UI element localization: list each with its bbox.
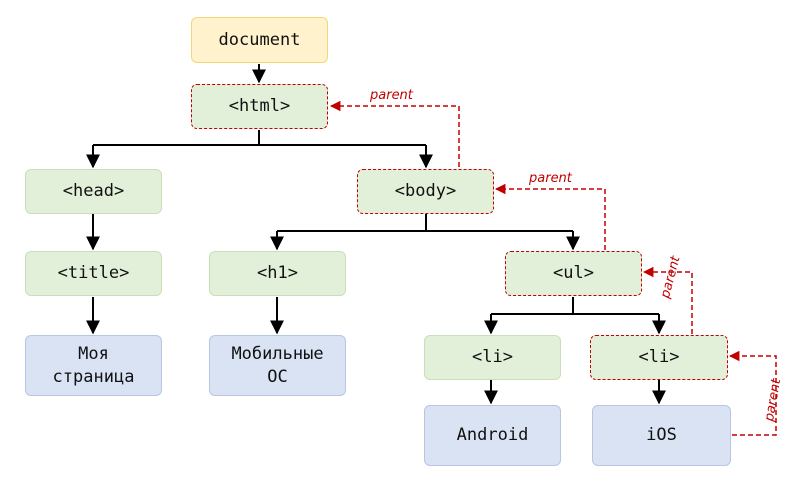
parent-link-ul-body [494,183,606,250]
node-android-text: Android [424,405,561,466]
parent-link-body-html [329,100,460,167]
parent-label-html: parent [370,88,413,103]
node-page-title-text: Моя страница [25,335,162,396]
parent-link-li-ul [642,266,693,334]
node-ios-text: iOS [592,405,731,466]
node-h1: <h1> [209,251,346,296]
parent-link-ios-li [728,350,777,436]
node-title: <title> [25,251,162,296]
node-h1-text: Мобильные ОС [209,335,346,396]
node-head: <head> [25,169,162,214]
node-html: <html> [191,84,328,129]
node-ul: <ul> [505,251,642,296]
parent-links [329,100,777,436]
node-body: <body> [357,169,494,214]
node-li-left: <li> [424,335,561,380]
parent-label-body: parent [529,171,572,186]
node-document: document [191,17,328,63]
tree-edges [86,64,666,405]
node-li-right: <li> [590,335,728,380]
